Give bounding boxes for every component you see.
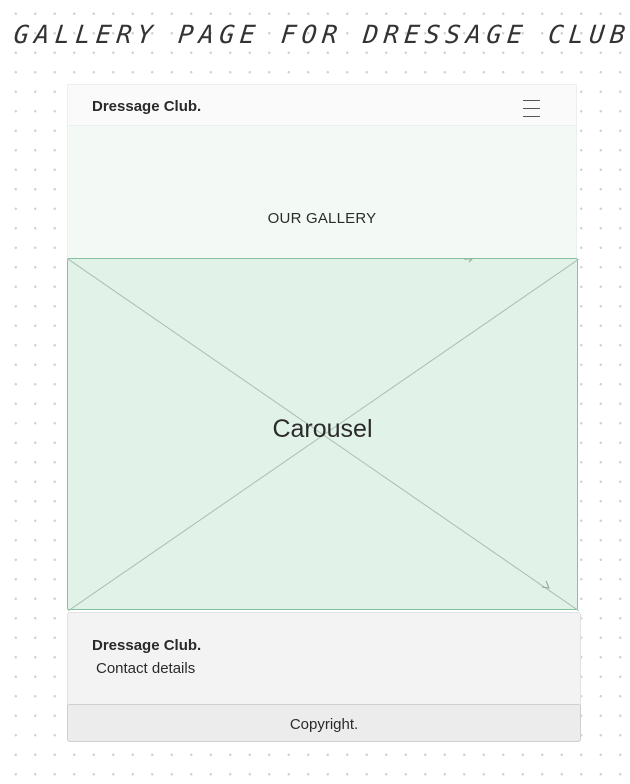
arrow-right-icon <box>464 259 473 263</box>
header-brand[interactable]: Dressage Club. <box>92 98 202 115</box>
carousel[interactable]: Carousel <box>67 258 579 611</box>
copyright-text: Copyright. <box>289 716 359 733</box>
annotation-title: GALLERY PAGE FOR DRESSAGE CLUB <box>12 20 630 49</box>
page-wireframe: Dressage Club. OUR GALLERY Carousel Dres… <box>67 84 581 744</box>
placeholder-diagonal <box>68 259 579 611</box>
image-placeholder-cross <box>68 259 579 611</box>
site-header: Dressage Club. <box>67 84 577 126</box>
footer-brand[interactable]: Dressage Club. <box>92 637 202 654</box>
footer-contact-details[interactable]: Contact details <box>96 660 196 677</box>
arrow-end-icon <box>541 580 550 589</box>
gallery-title: OUR GALLERY <box>267 210 377 227</box>
menu-line <box>523 116 540 117</box>
copyright-bar: Copyright. <box>67 704 581 742</box>
hamburger-menu-icon[interactable] <box>523 97 541 119</box>
menu-line <box>523 100 540 101</box>
menu-line <box>523 108 540 109</box>
carousel-label: Carousel <box>272 415 373 443</box>
gallery-hero: OUR GALLERY <box>67 126 577 258</box>
